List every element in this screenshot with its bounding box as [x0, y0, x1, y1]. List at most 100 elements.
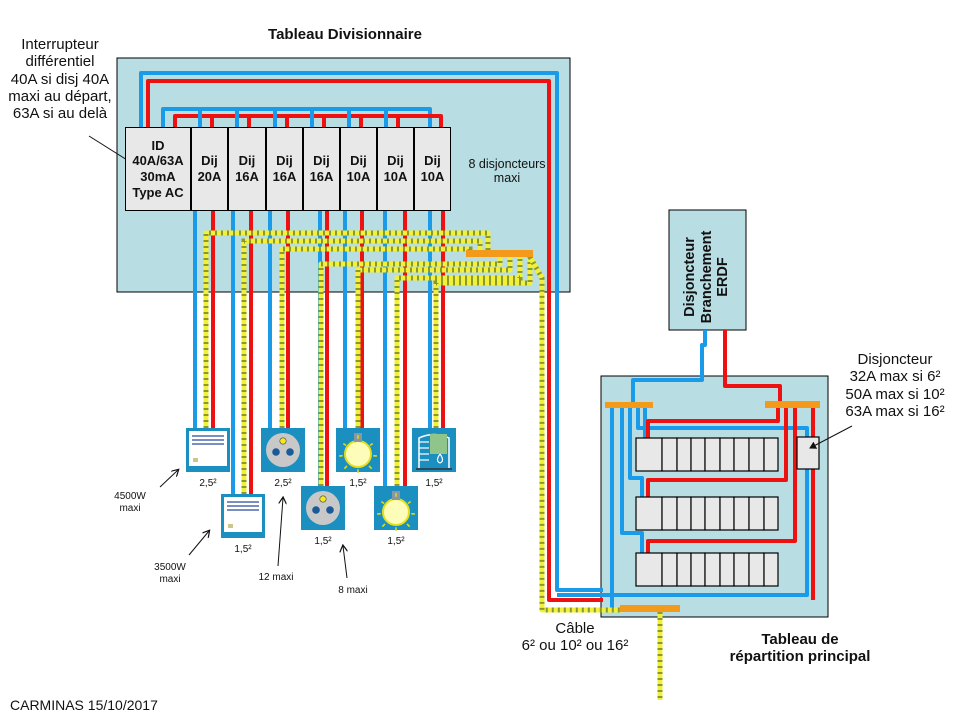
arrow-12-maxi	[277, 498, 283, 567]
circuit-breaker: Dij 16A	[266, 127, 303, 211]
earth-bar-principal	[620, 605, 680, 612]
breaker-row	[635, 496, 779, 531]
breaker-module	[763, 552, 779, 587]
breaker-module	[635, 496, 663, 531]
breaker-module	[719, 552, 735, 587]
arrow-heater-3500	[188, 531, 209, 556]
earth-wire-stripe	[527, 255, 622, 613]
socket-icon	[266, 433, 300, 467]
breaker-module	[704, 437, 721, 472]
breaker-module	[704, 496, 721, 531]
breaker-module	[690, 552, 706, 587]
device-section-label: 1,5²	[234, 544, 252, 555]
neutral-distribution-bar	[605, 402, 653, 408]
neutral-row2	[628, 402, 644, 497]
breaker-module	[733, 552, 750, 587]
sockets-12-maxi-note: 12 maxi	[258, 572, 294, 583]
phase-row3	[646, 402, 797, 553]
breaker-module	[763, 437, 779, 472]
heater-device	[186, 428, 230, 472]
circuit-breaker: Dij 20A	[191, 127, 228, 211]
breaker-module	[733, 496, 750, 531]
heater-4500-note: 4500W maxi	[114, 491, 146, 514]
socket-device	[301, 486, 345, 530]
main-breaker	[796, 436, 820, 470]
device-section-label: 1,5²	[349, 478, 367, 489]
cable-note: Câble 6² ou 10² ou 16²	[521, 620, 629, 655]
light-bulb-icon	[382, 498, 410, 526]
breaker-row	[635, 552, 779, 587]
circuit-breaker: Dij 10A	[414, 127, 451, 211]
breaker-module	[763, 496, 779, 531]
breaker-module	[690, 437, 706, 472]
breaker-module	[748, 552, 765, 587]
breaker-module	[661, 552, 678, 587]
neutral-row3	[620, 402, 644, 553]
phase-erdf	[723, 330, 782, 404]
device-section-label: 1,5²	[387, 536, 405, 547]
breaker-module	[676, 437, 692, 472]
breaker-module	[635, 552, 663, 587]
neutral-feed	[139, 71, 603, 592]
earth-wire-stripe	[241, 238, 483, 494]
heater-device	[221, 494, 265, 538]
socket-icon	[306, 491, 340, 525]
main-breaker-note: Disjoncteur 32A max si 6² 50A max si 10²…	[845, 351, 945, 420]
phase-row1	[646, 402, 780, 438]
main-panel-breakers	[605, 401, 820, 587]
breaker-module	[661, 496, 678, 531]
arrow-8-maxi	[343, 546, 347, 579]
earth-wire-stripe	[355, 257, 513, 428]
breaker-module	[690, 496, 706, 531]
water-heater-device	[412, 428, 456, 472]
earth-wire-stripe	[433, 257, 533, 428]
breaker-module	[704, 552, 721, 587]
heater-3500-note: 3500W maxi	[154, 562, 186, 585]
circuit-breaker: Dij 10A	[377, 127, 414, 211]
light-device	[374, 486, 418, 531]
phase-feed	[146, 79, 603, 602]
wires	[139, 71, 815, 610]
phase-comb	[173, 114, 443, 127]
circuit-breaker: Dij 16A	[303, 127, 340, 211]
light-bulb-icon	[344, 440, 372, 468]
arrow-main-breaker	[809, 425, 853, 449]
breaker-module	[748, 496, 765, 531]
sockets-8-maxi-note: 8 maxi	[338, 585, 368, 596]
device-section-label: 2,5²	[274, 478, 292, 489]
arrow-heater-4500	[159, 470, 178, 488]
circuit-breaker: Dij 10A	[340, 127, 377, 211]
breaker-module	[719, 437, 735, 472]
earth-wire-stripe	[394, 257, 523, 486]
footer-credit: CARMINAS 15/10/2017	[10, 697, 158, 713]
light-device	[336, 428, 380, 473]
breaker-module	[733, 437, 750, 472]
phase-row2	[646, 402, 788, 497]
erdf-breaker-box	[668, 209, 747, 331]
max-breakers-note: 8 disjoncteurs maxi	[468, 157, 546, 186]
erdf-breaker-label: Disjoncteur Branchement ERDF	[681, 230, 732, 324]
title-principal: Tableau de répartition principal	[729, 631, 871, 666]
circuit-breaker: Dij 16A	[228, 127, 266, 211]
breaker-row	[635, 437, 779, 472]
earth-wire-stripe	[203, 230, 491, 428]
socket-device	[261, 428, 305, 472]
title-divisionnaire: Tableau Divisionnaire	[268, 26, 422, 43]
phase-distribution-bar	[765, 401, 820, 408]
id-note: Interrupteur différentiel 40A si disj 40…	[8, 36, 112, 122]
breaker-module	[661, 437, 678, 472]
earth-bar-divisionnaire	[466, 250, 533, 257]
devices	[186, 428, 456, 538]
earth-wires	[203, 230, 663, 700]
breaker-module	[748, 437, 765, 472]
device-section-label: 2,5²	[199, 478, 217, 489]
device-section-label: 1,5²	[314, 536, 332, 547]
device-section-label: 1,5²	[425, 478, 443, 489]
breaker-module	[719, 496, 735, 531]
breaker-module	[635, 437, 663, 472]
breaker-module	[676, 552, 692, 587]
differential-switch: ID 40A/63A 30mA Type AC	[125, 127, 191, 211]
neutral-erdf	[631, 330, 707, 404]
neutral-row1-loop	[557, 402, 809, 597]
